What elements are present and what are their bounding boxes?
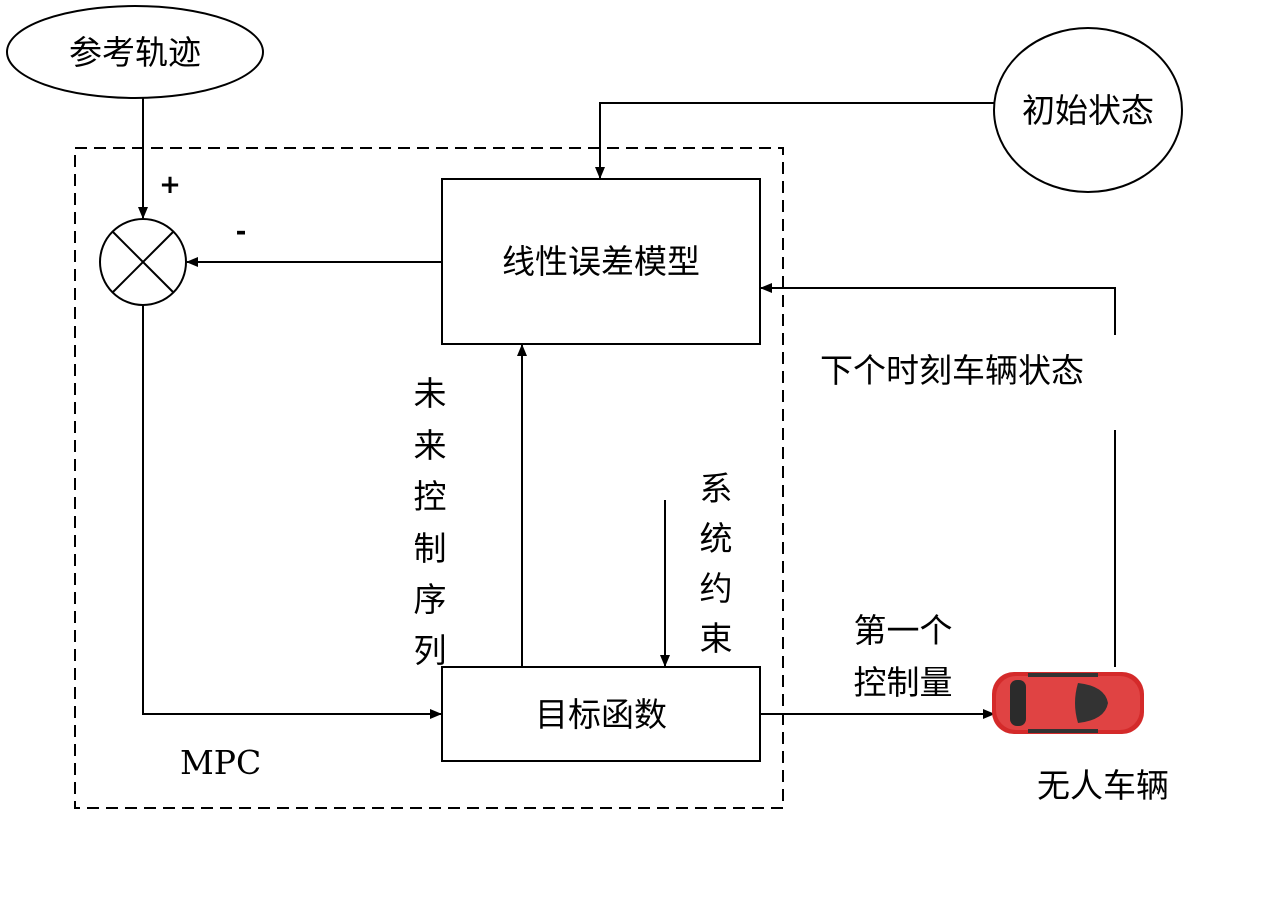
svg-text:系: 系 [700, 469, 733, 508]
svg-text:制: 制 [414, 529, 447, 568]
future-control-sequence-label: 未 来 控 制 序 列 [414, 374, 447, 670]
svg-text:统: 统 [700, 519, 733, 558]
svg-text:第一个: 第一个 [854, 611, 953, 650]
initial-state-arrow [595, 102, 994, 179]
first-control-label: 第一个 控制量 [854, 611, 953, 702]
svg-text:初始状态: 初始状态 [1022, 91, 1154, 130]
vehicle-label: 无人车辆 [1037, 766, 1169, 805]
svg-text:控: 控 [414, 477, 447, 516]
svg-text:控制量: 控制量 [854, 663, 953, 702]
summing-junction [99, 218, 187, 306]
system-constraints-label: 系 统 约 束 [700, 469, 733, 658]
next-state-label: 下个时刻车辆状态 [820, 351, 1084, 390]
svg-text:线性误差模型: 线性误差模型 [502, 242, 700, 281]
svg-text:来: 来 [414, 426, 447, 465]
svg-text:束: 束 [700, 619, 733, 658]
svg-text:参考轨迹: 参考轨迹 [69, 33, 201, 72]
svg-text:未: 未 [414, 374, 447, 413]
plus-sign: + [159, 170, 181, 200]
sum-to-objective-arrow [142, 305, 442, 719]
error-model-box: 线性误差模型 [441, 178, 761, 345]
reference-node: 参考轨迹 [6, 5, 264, 99]
initial-state-node: 初始状态 [993, 27, 1183, 193]
svg-text:列: 列 [414, 631, 447, 670]
car-icon [992, 672, 1144, 734]
svg-text:约: 约 [700, 569, 733, 608]
svg-text:目标函数: 目标函数 [535, 695, 667, 734]
mpc-label: MPC [180, 743, 261, 782]
objective-box: 目标函数 [441, 666, 761, 762]
connectors [138, 98, 1116, 719]
svg-text:序: 序 [414, 580, 447, 619]
minus-sign: - [236, 217, 247, 247]
mpc-boundary [74, 147, 784, 809]
